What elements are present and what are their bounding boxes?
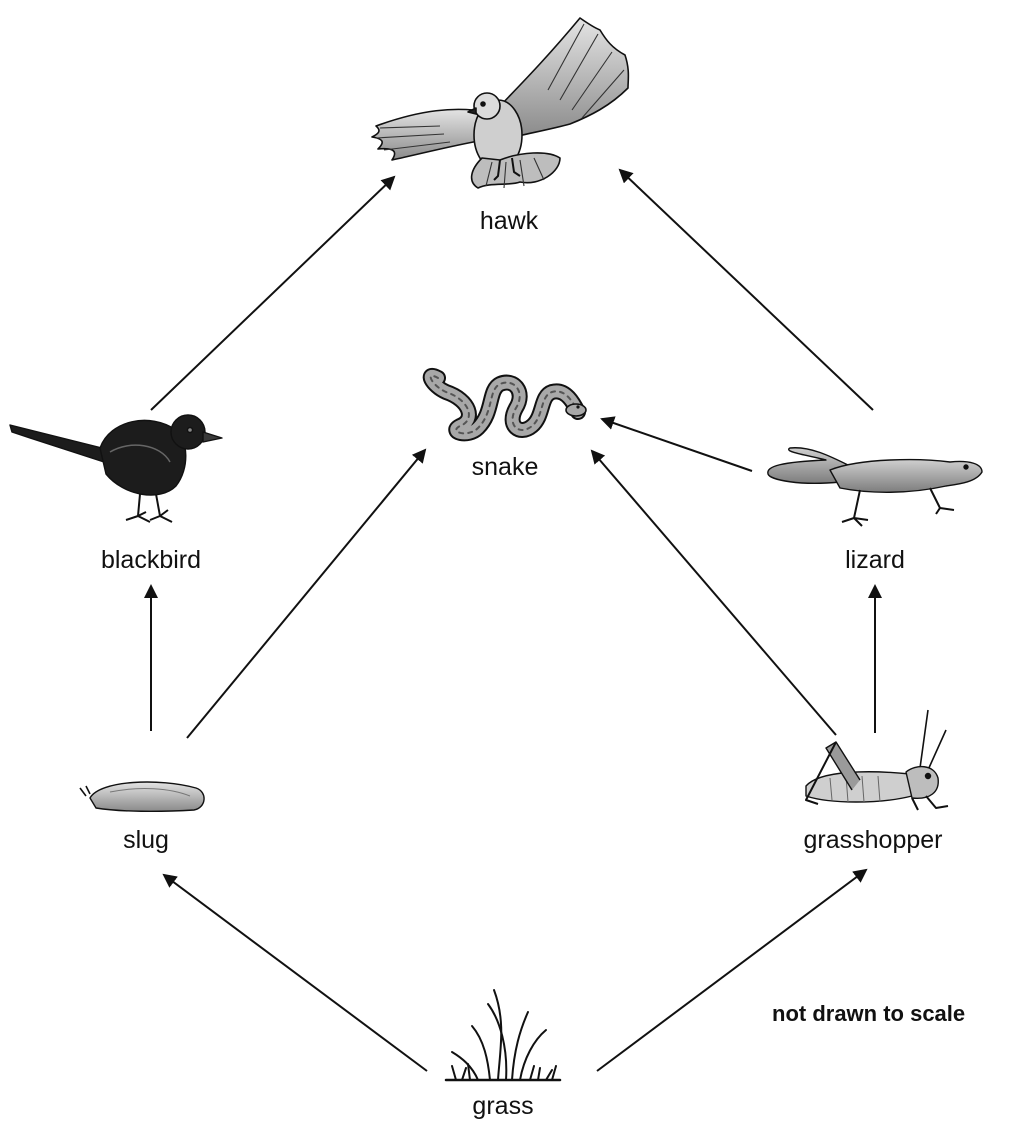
snake-illustration [431,376,586,434]
label-snake: snake [472,455,539,480]
arrow-grass-to-slug [164,875,427,1071]
label-slug: slug [123,828,169,853]
arrow-lizard-to-snake [602,419,752,471]
grass-illustration [446,990,560,1080]
arrow-blackbird-to-hawk [151,177,394,410]
label-blackbird: blackbird [101,548,201,573]
arrows [151,170,875,1071]
label-hawk: hawk [480,209,538,234]
slug-illustration [80,782,204,811]
scale-note: not drawn to scale [772,1003,965,1025]
arrow-grass-to-grasshopper [597,870,866,1071]
arrow-slug-to-snake [187,450,425,738]
label-grass: grass [472,1094,533,1119]
lizard-illustration [768,448,982,526]
arrow-grasshopper-to-snake [592,451,836,735]
blackbird-illustration [10,415,222,522]
hawk-illustration [372,18,628,188]
label-grasshopper: grasshopper [804,828,943,853]
label-lizard: lizard [845,548,905,573]
arrow-lizard-to-hawk [620,170,873,410]
